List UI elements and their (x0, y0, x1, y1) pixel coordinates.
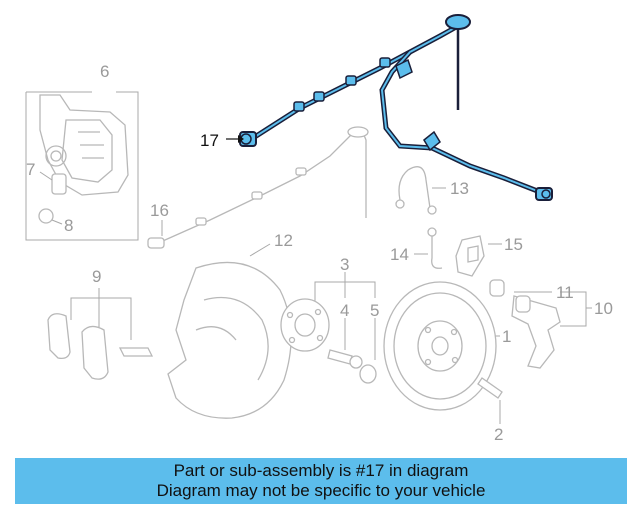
callout-2: 2 (494, 425, 503, 444)
diagram-info-banner: Part or sub-assembly is #17 in diagram D… (15, 458, 627, 504)
sensor-14-15 (414, 227, 502, 277)
callout-7: 7 (26, 160, 35, 179)
banner-line-part-number: Part or sub-assembly is #17 in diagram (173, 461, 469, 480)
sensor-cable-16 (147, 126, 369, 249)
brake-rotor (383, 281, 503, 424)
callout-8: 8 (64, 216, 73, 235)
callout-17: 17 (200, 131, 219, 150)
callout-3: 3 (340, 255, 349, 274)
hub-assembly (280, 272, 377, 384)
callout-11: 11 (556, 283, 574, 302)
callout-15: 15 (504, 235, 523, 254)
callout-9: 9 (92, 267, 101, 286)
callout-4: 4 (340, 301, 349, 320)
callout-6: 6 (100, 62, 109, 81)
parts-diagram: 6 7 8 9 16 17 12 3 4 5 13 14 15 11 10 1 … (25, 14, 613, 444)
callout-17-arrow (238, 135, 244, 143)
callout-1: 1 (502, 327, 511, 346)
callout-7-leader (39, 171, 53, 181)
caliper-carrier (489, 279, 592, 369)
abs-sensor-cable-17[interactable] (239, 14, 553, 201)
callout-14: 14 (390, 245, 409, 264)
callout-16: 16 (150, 201, 169, 220)
callout-12: 12 (274, 231, 293, 250)
caliper-assembly (25, 91, 139, 241)
brake-pads (47, 288, 154, 380)
splash-shield (167, 243, 292, 419)
banner-line-disclaimer: Diagram may not be specific to your vehi… (156, 481, 486, 500)
callout-13: 13 (450, 179, 469, 198)
callout-8-leader (51, 219, 63, 225)
callout-10: 10 (594, 299, 613, 318)
sensor-13 (395, 166, 446, 215)
callout-5: 5 (370, 301, 379, 320)
